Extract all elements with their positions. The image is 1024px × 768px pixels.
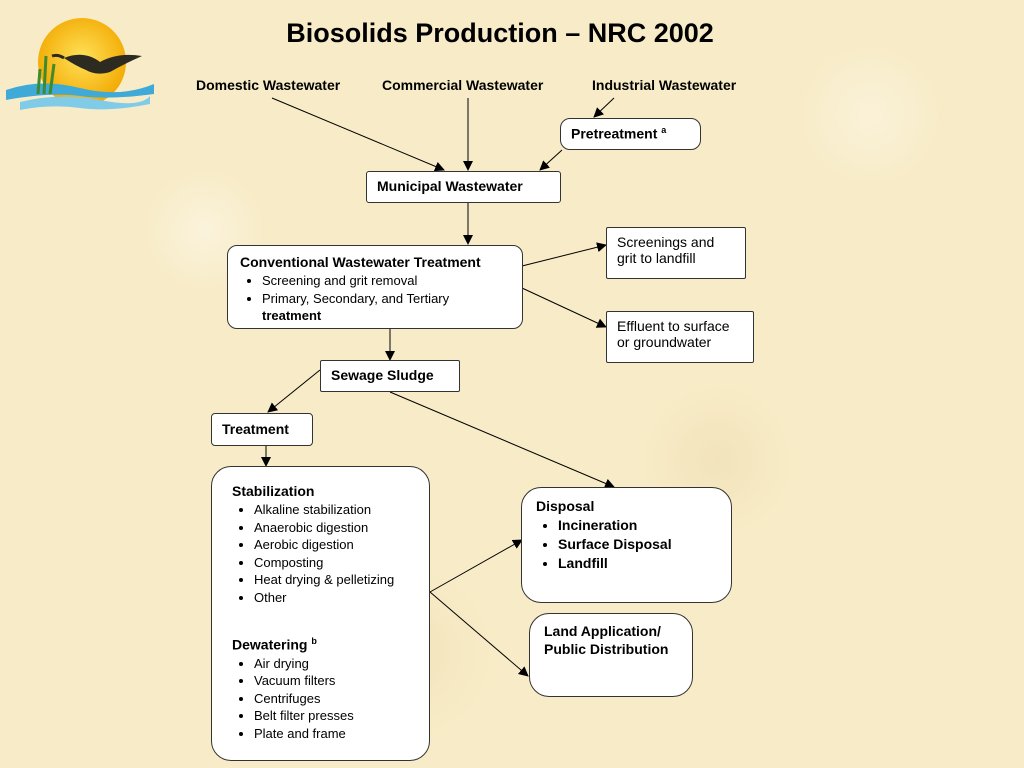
dewatering-list: Air dryingVacuum filtersCentrifugesBelt … [232, 655, 417, 743]
page-title: Biosolids Production – NRC 2002 [286, 18, 714, 48]
disposal-list: IncinerationSurface DisposalLandfill [536, 516, 717, 573]
arrow-stabilization-to-land [429, 591, 529, 677]
stabilization-item-2: Anaerobic digestion [254, 519, 417, 537]
source-industrial: Industrial Wastewater [592, 77, 737, 93]
land-application-label: Land Application/ Public Distribution [544, 623, 669, 657]
dewatering-title: Dewatering b [232, 636, 317, 653]
treatment-label: Treatment [222, 421, 289, 437]
arrow-conventional-to-screenings [521, 242, 607, 267]
dewatering-item-1: Air drying [254, 655, 417, 673]
arrow-sludge-to-disposal [389, 391, 615, 489]
conventional-title: Conventional Wastewater Treatment [240, 254, 481, 270]
disposal-item-1: Incineration [558, 516, 717, 535]
stabilization-item-5: Heat drying & pelletizing [254, 571, 417, 589]
disposal-title: Disposal [536, 498, 595, 514]
land-application-box: Land Application/ Public Distribution [529, 613, 693, 697]
stabilization-item-1: Alkaline stabilization [254, 501, 417, 519]
stabilization-box: Stabilization Alkaline stabilizationAnae… [211, 466, 430, 761]
sludge-box: Sewage Sludge [320, 360, 460, 392]
dewatering-item-2: Vacuum filters [254, 672, 417, 690]
logo-icon [6, 18, 154, 110]
disposal-item-2: Surface Disposal [558, 535, 717, 554]
disposal-item-3: Landfill [558, 554, 717, 573]
effluent-box: Effluent to surface or groundwater [606, 311, 754, 363]
disposal-box: Disposal IncinerationSurface DisposalLan… [521, 487, 732, 603]
pretreatment-box: Pretreatment a [560, 118, 701, 150]
treatment-box: Treatment [211, 413, 313, 446]
dewatering-note: b [311, 636, 317, 646]
arrow-pretreatment-to-municipal [539, 149, 563, 171]
arrow-sludge-to-treatment [267, 369, 321, 413]
effluent-label: Effluent to surface or groundwater [617, 318, 730, 350]
source-domestic: Domestic Wastewater [196, 77, 341, 93]
arrow-conventional-to-effluent [521, 287, 607, 328]
arrow-domestic-to-municipal [271, 97, 445, 172]
dewatering-item-4: Belt filter presses [254, 707, 417, 725]
screenings-label: Screenings and grit to landfill [617, 234, 715, 266]
sludge-label: Sewage Sludge [331, 367, 434, 383]
pretreatment-note: a [661, 125, 667, 135]
source-commercial: Commercial Wastewater [382, 77, 544, 93]
arrow-stabilization-to-disposal [429, 539, 523, 593]
dewatering-item-5: Plate and frame [254, 725, 417, 743]
stabilization-item-3: Aerobic digestion [254, 536, 417, 554]
conventional-item-2-bold: treatment [262, 308, 322, 323]
stabilization-title: Stabilization [232, 483, 315, 499]
screenings-box: Screenings and grit to landfill [606, 227, 746, 279]
stabilization-item-4: Composting [254, 554, 417, 572]
conventional-item-1: Screening and grit removal [262, 272, 510, 290]
pretreatment-label: Pretreatment [571, 125, 658, 142]
arrow-industrial-to-pretreatment [593, 97, 615, 118]
stabilization-list: Alkaline stabilizationAnaerobic digestio… [232, 501, 417, 606]
dewatering-item-3: Centrifuges [254, 690, 417, 708]
municipal-label: Municipal Wastewater [377, 178, 523, 194]
conventional-item-2: Primary, Secondary, and Tertiarytreatmen… [262, 290, 510, 325]
conventional-box: Conventional Wastewater Treatment Screen… [227, 245, 523, 329]
stabilization-item-6: Other [254, 589, 417, 607]
municipal-box: Municipal Wastewater [366, 171, 561, 203]
